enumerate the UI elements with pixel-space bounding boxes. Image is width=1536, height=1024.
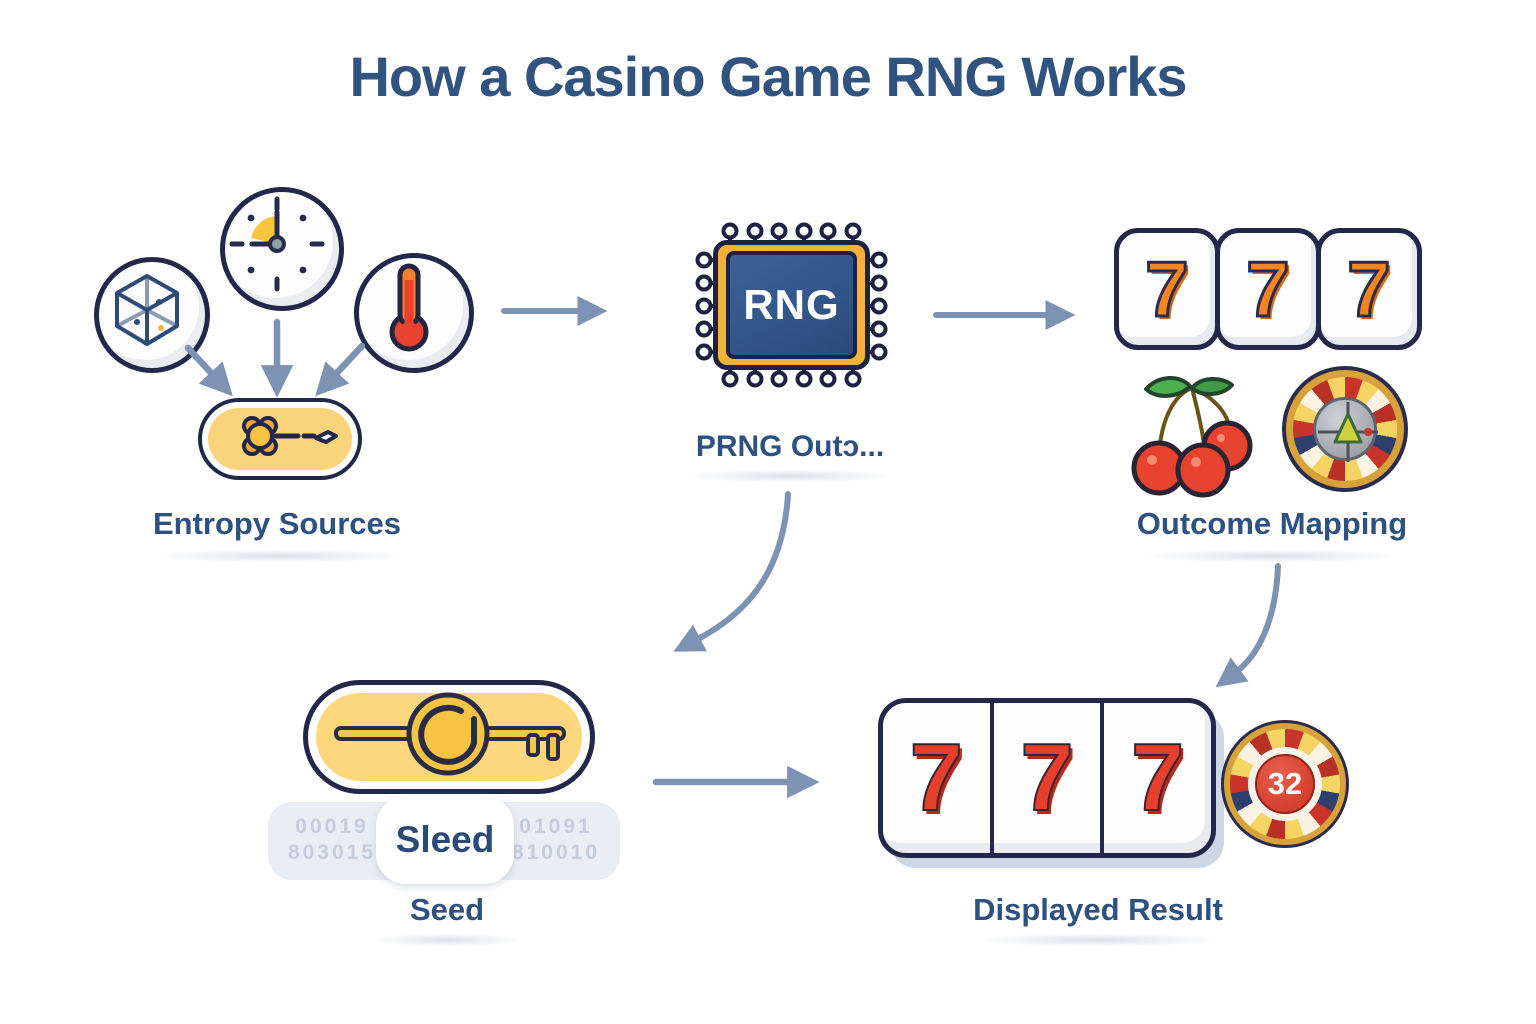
- reel-symbol: 7: [1130, 723, 1185, 832]
- seed-label-shadow: [360, 932, 534, 948]
- seed-label: Seed: [409, 892, 485, 927]
- outcome-label-shadow: [1118, 548, 1426, 564]
- rng-chip: RNG: [713, 240, 870, 370]
- prng-output-label: PRNG Outɔ...: [695, 430, 885, 463]
- reel-symbol: 7: [1245, 243, 1291, 334]
- key-icon: [242, 416, 338, 456]
- thermometer-icon: [389, 263, 429, 352]
- rng-chip-text: RNG: [743, 281, 840, 328]
- arrows-entropy-to-key: [184, 318, 366, 398]
- cherries-icon: [1131, 376, 1253, 498]
- entropy-source-thermometer: [354, 253, 474, 373]
- entropy-key-pill: [198, 398, 362, 480]
- entropy-label: Entropy Sources: [152, 506, 402, 541]
- outcome-reel-3: 7: [1316, 228, 1422, 350]
- page-title: How a Casino Game RNG Works: [349, 45, 1187, 108]
- entropy-source-dice: [94, 257, 210, 373]
- arrow-prng-to-seed: [673, 491, 791, 652]
- roulette-wheel-icon: [1282, 366, 1408, 492]
- outcome-slot-reels: 7 7 7: [1114, 228, 1422, 350]
- arrow-outcome-to-result: [1215, 563, 1281, 688]
- entropy-label-shadow: [130, 548, 430, 564]
- result-slot-machine: 7 7 7: [878, 698, 1216, 858]
- roulette-chip-icon: 32: [1221, 720, 1349, 848]
- reel-symbol: 7: [909, 723, 964, 832]
- reel-symbol: 7: [1144, 243, 1190, 334]
- reel-symbol: 7: [1346, 243, 1392, 334]
- prng-label-shadow: [668, 468, 912, 484]
- arrow-rng-to-outcome: [933, 300, 1076, 330]
- result-reel-3: 7: [1100, 703, 1211, 853]
- key-icon: [334, 692, 566, 776]
- outcome-label: Outcome Mapping: [1136, 506, 1408, 541]
- result-reel-2: 7: [989, 703, 1101, 853]
- outcome-reel-2: 7: [1215, 228, 1321, 350]
- seed-value-text: Sleed: [395, 819, 495, 860]
- result-reel-1: 7: [883, 703, 990, 853]
- entropy-source-clock: [220, 187, 344, 311]
- clock-icon: [229, 196, 325, 292]
- result-label-shadow: [952, 932, 1244, 948]
- roulette-chip-number: 32: [1267, 766, 1303, 801]
- result-label: Displayed Result: [973, 892, 1223, 927]
- dice-cube-icon: [115, 274, 179, 346]
- seed-value-tag: Sleed: [376, 796, 514, 884]
- outcome-reel-1: 7: [1114, 228, 1220, 350]
- seed-pill: [303, 680, 595, 794]
- arrow-seed-to-result: [652, 765, 820, 799]
- arrow-entropy-to-rng: [501, 296, 608, 326]
- rng-chip-core: RNG: [726, 251, 857, 359]
- reel-symbol: 7: [1019, 723, 1074, 832]
